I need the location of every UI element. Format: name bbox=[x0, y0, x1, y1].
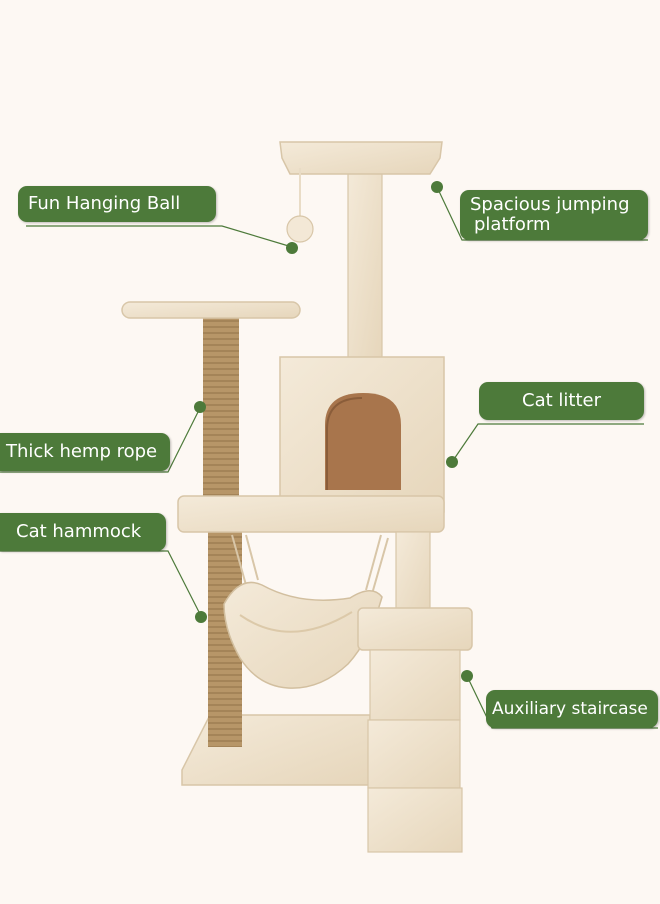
right-support-post bbox=[395, 531, 431, 613]
stair-step-1 bbox=[369, 649, 461, 721]
label-spacious-jumping-platform-line1: Spacious jumping bbox=[470, 194, 630, 215]
top-post bbox=[347, 159, 383, 361]
label-cat-hammock-text: Cat hammock bbox=[16, 521, 142, 542]
hanging-ball bbox=[286, 215, 314, 243]
label-fun-hanging-ball-text: Fun Hanging Ball bbox=[28, 193, 181, 214]
label-spacious-jumping-platform: Spacious jumping platform bbox=[460, 190, 648, 240]
left-top-platform bbox=[121, 301, 301, 319]
label-cat-hammock: Cat hammock bbox=[0, 513, 166, 551]
label-auxiliary-staircase-text: Auxiliary staircase bbox=[492, 699, 648, 719]
middle-platform bbox=[177, 495, 445, 533]
stair-step-2 bbox=[367, 719, 461, 789]
label-fun-hanging-ball: Fun Hanging Ball bbox=[18, 186, 216, 222]
sisal-post-upper bbox=[203, 312, 239, 510]
top-platform bbox=[279, 141, 443, 175]
stair-step-3 bbox=[367, 787, 463, 853]
label-auxiliary-staircase: Auxiliary staircase bbox=[486, 690, 658, 728]
condo-opening bbox=[325, 393, 401, 490]
label-cat-litter-text: Cat litter bbox=[522, 390, 601, 411]
stair-top-platform bbox=[357, 607, 473, 651]
label-thick-hemp-rope-text: Thick hemp rope bbox=[6, 441, 158, 462]
label-thick-hemp-rope: Thick hemp rope bbox=[0, 433, 170, 471]
label-spacious-jumping-platform-line2: platform bbox=[474, 214, 551, 235]
label-cat-litter: Cat litter bbox=[479, 382, 644, 420]
